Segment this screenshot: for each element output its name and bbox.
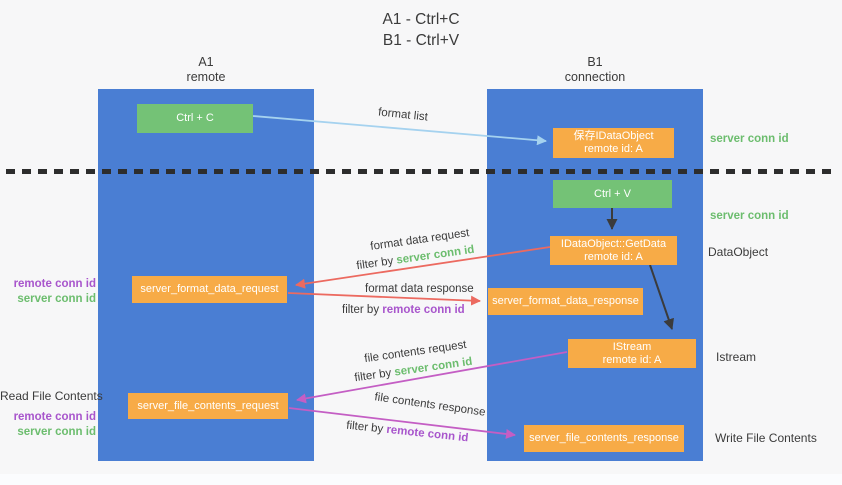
istream-line1: IStream bbox=[612, 340, 652, 353]
server-conn-id-annotation-middle: server conn id bbox=[710, 210, 789, 222]
idataobject-getdata-box: IDataObject::GetData remote id: A bbox=[550, 236, 677, 265]
save-idataobject-line2: remote id: A bbox=[584, 143, 643, 155]
lane-b1-name: B1 bbox=[587, 55, 603, 69]
ctrl-v-label: Ctrl + V bbox=[594, 187, 631, 200]
bottom-strip bbox=[0, 474, 842, 485]
filter-by-remote-conn-id-label-1: filter by remote conn id bbox=[342, 304, 465, 316]
lane-b1-subtitle: connection bbox=[564, 70, 626, 84]
format-list-label: format list bbox=[377, 106, 429, 124]
server-file-contents-request-label: server_file_contents_request bbox=[137, 399, 279, 412]
lane-a1-name: A1 bbox=[198, 55, 214, 69]
title-line-2: B1 - Ctrl+V bbox=[382, 32, 460, 49]
save-idataobject-box: 保存IDataObject remote id: A bbox=[553, 128, 674, 158]
filter-by-remote-conn-id-label-2: filter by remote conn id bbox=[346, 420, 469, 445]
lane-a1-subtitle: remote bbox=[186, 70, 226, 84]
write-file-contents-annotation: Write File Contents bbox=[715, 431, 817, 445]
filter-value-remote-conn-id: remote conn id bbox=[385, 423, 469, 445]
server-format-data-request-label: server_format_data_request bbox=[140, 283, 279, 295]
ctrl-c-label: Ctrl + C bbox=[176, 112, 214, 124]
server-conn-id-annotation: server conn id bbox=[17, 293, 96, 305]
server-format-data-response-box: server_format_data_response bbox=[488, 288, 643, 315]
read-file-contents-annotation: Read File Contents bbox=[0, 389, 103, 403]
dataobject-annotation: DataObject bbox=[708, 245, 769, 259]
remote-conn-id-annotation: remote conn id bbox=[13, 411, 96, 423]
filter-prefix: filter by bbox=[342, 304, 383, 316]
ctrl-c-box: Ctrl + C bbox=[137, 104, 253, 133]
server-file-contents-request-box: server_file_contents_request bbox=[128, 393, 288, 419]
server-conn-id-annotation-top: server conn id bbox=[710, 133, 789, 145]
getdata-line1: IDataObject::GetData bbox=[560, 237, 667, 250]
lane-header-b1: B1 connection bbox=[535, 55, 655, 85]
diagram-title: A1 - Ctrl+C B1 - Ctrl+V bbox=[0, 9, 842, 51]
title-line-1: A1 - Ctrl+C bbox=[382, 11, 460, 28]
getdata-line2: remote id: A bbox=[584, 250, 643, 263]
remote-conn-id-annotation: remote conn id bbox=[13, 278, 96, 290]
filter-prefix: filter by bbox=[345, 419, 388, 436]
filter-prefix: filter by bbox=[353, 366, 396, 385]
save-idataobject-line1: 保存IDataObject bbox=[573, 130, 654, 142]
filter-value-remote-conn-id: remote conn id bbox=[382, 304, 465, 316]
istream-box: IStream remote id: A bbox=[568, 339, 696, 368]
istream-line2: remote id: A bbox=[602, 353, 662, 366]
ctrl-v-box: Ctrl + V bbox=[553, 180, 672, 208]
server-format-data-response-label: server_format_data_response bbox=[492, 295, 639, 307]
server-format-data-request-box: server_format_data_request bbox=[132, 276, 287, 303]
left-conn-id-group-bottom: remote conn id server conn id bbox=[0, 410, 96, 440]
lane-header-a1: A1 remote bbox=[146, 55, 266, 85]
dotted-divider-line bbox=[6, 169, 836, 174]
format-data-response-label: format data response bbox=[365, 283, 474, 295]
filter-prefix: filter by bbox=[355, 254, 398, 273]
istream-annotation: Istream bbox=[716, 350, 757, 364]
server-file-contents-response-label: server_file_contents_response bbox=[529, 432, 679, 444]
server-file-contents-response-box: server_file_contents_response bbox=[524, 425, 684, 452]
file-contents-response-label: file contents response bbox=[373, 391, 487, 419]
server-conn-id-annotation: server conn id bbox=[17, 426, 96, 438]
left-conn-id-group-top: remote conn id server conn id bbox=[0, 277, 96, 307]
